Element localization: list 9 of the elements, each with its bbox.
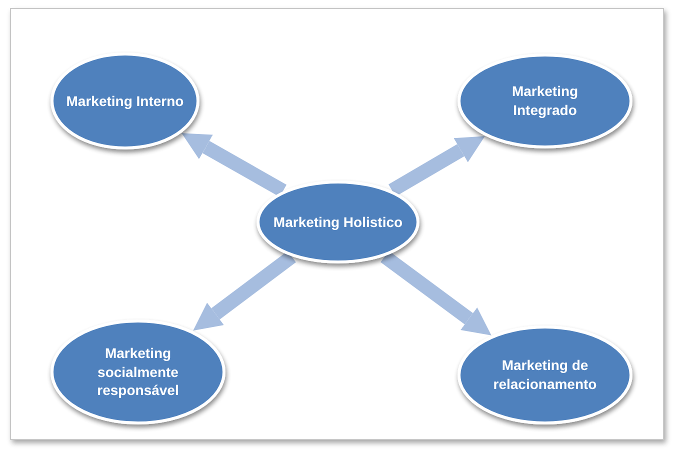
arrow [193, 251, 296, 331]
arrow [182, 133, 287, 197]
arrow [380, 250, 492, 336]
arrow [388, 136, 485, 196]
node-label: Marketing Interno [66, 92, 184, 110]
node-label: Marketing de relacionamento [492, 356, 598, 394]
node-label: Marketing socialmente responsável [96, 344, 180, 400]
node-label: Marketing Holistico [273, 212, 403, 232]
node-label: Marketing Integrado [510, 82, 580, 120]
